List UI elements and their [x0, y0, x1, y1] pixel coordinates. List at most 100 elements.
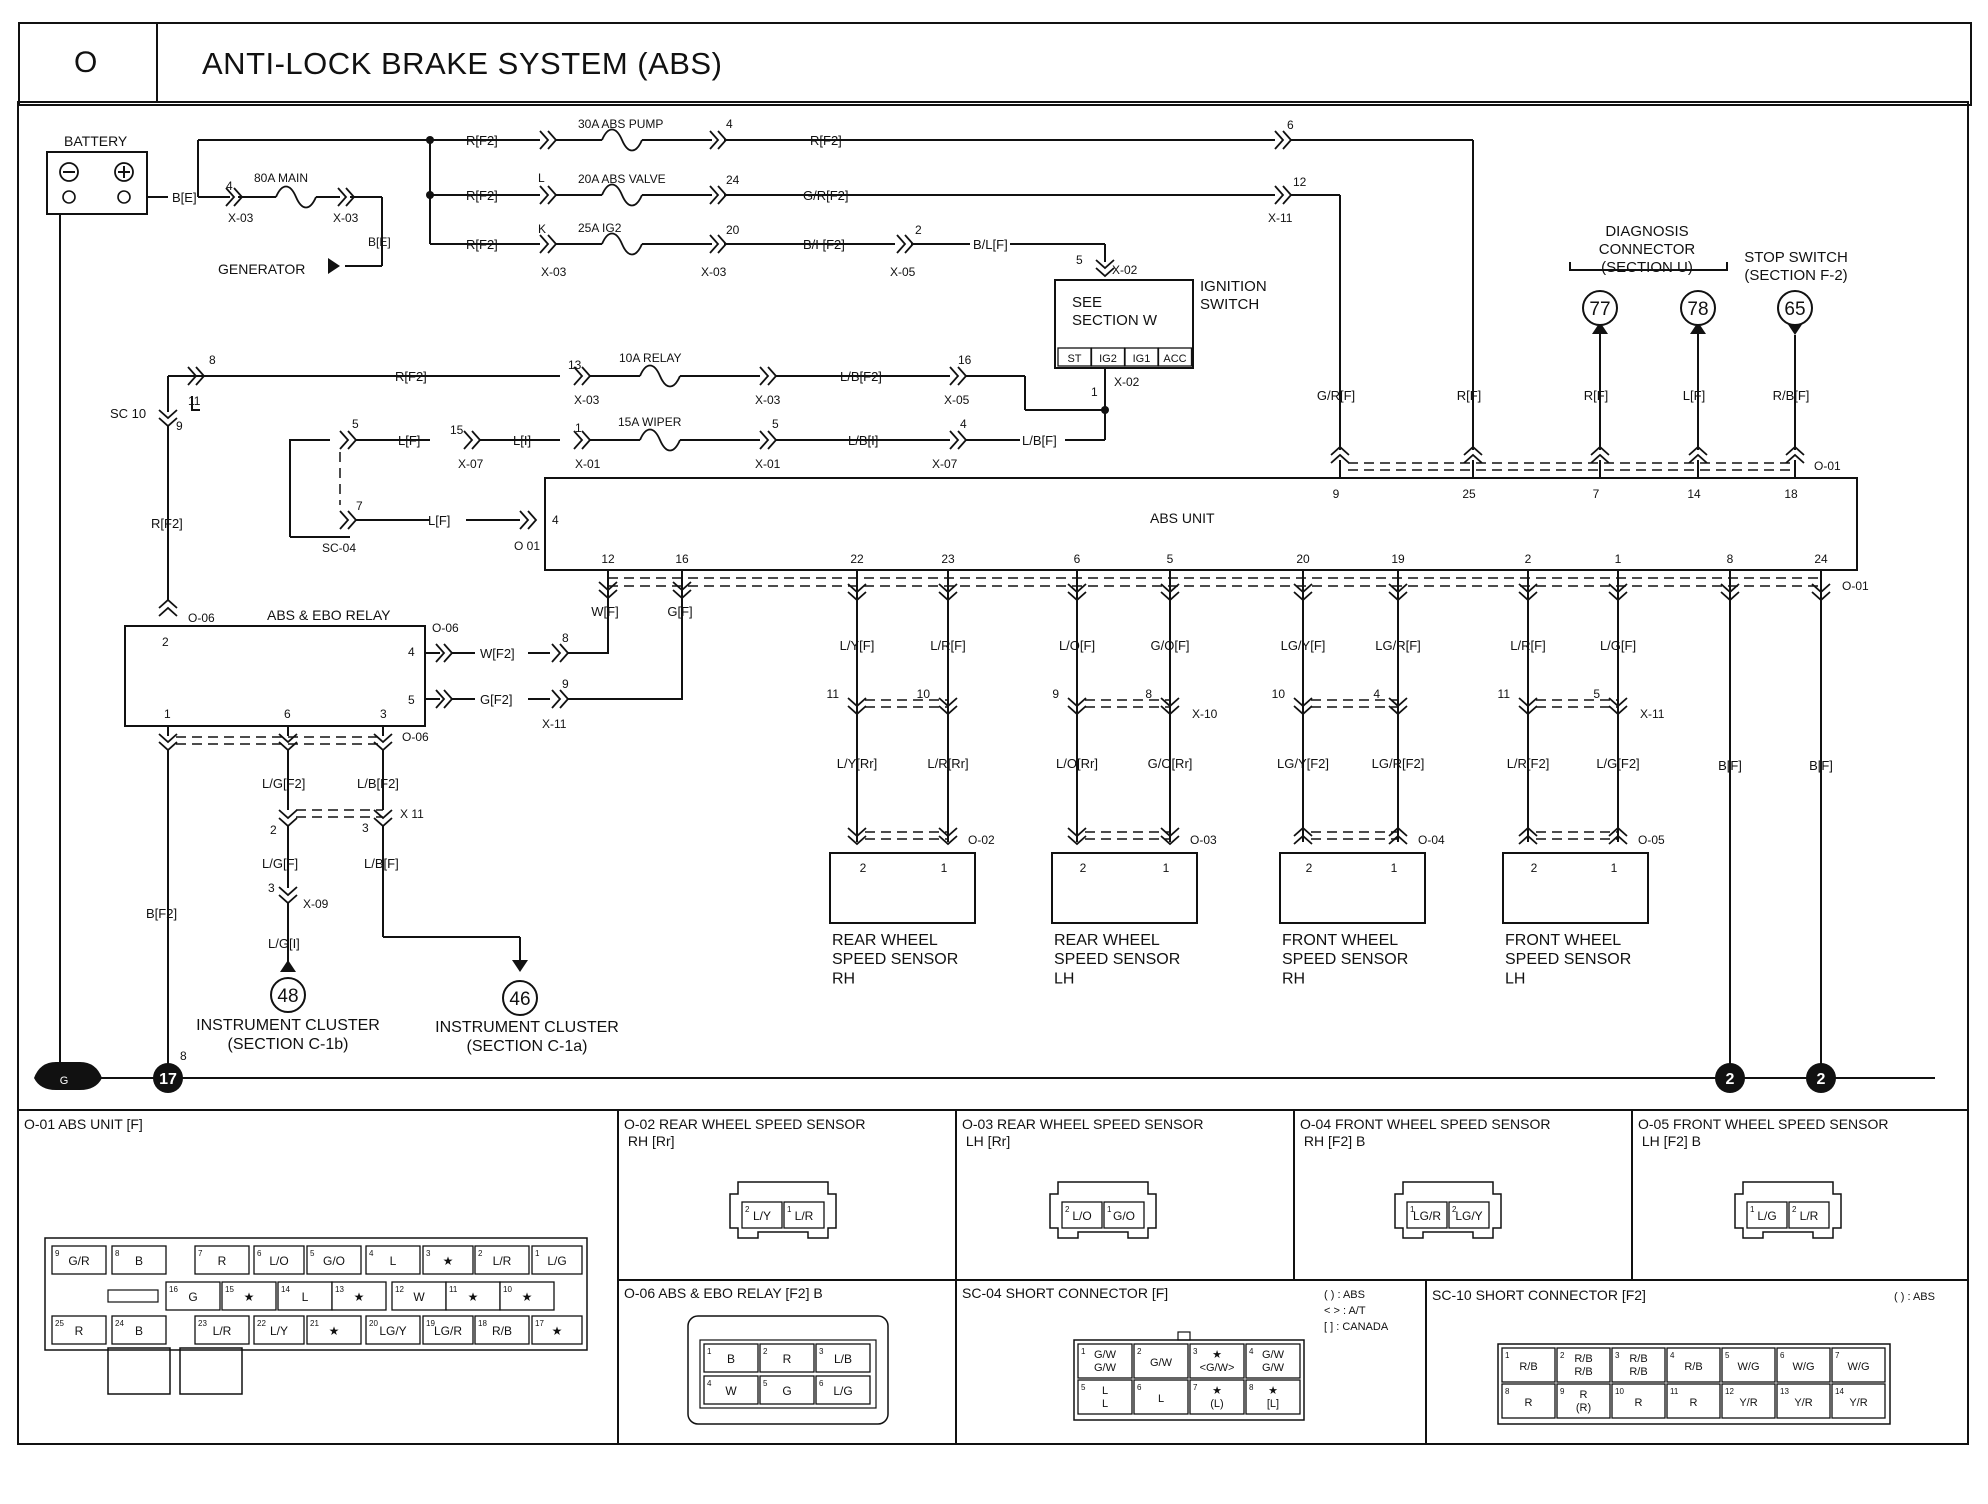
- wire-label: R[F]: [1457, 388, 1482, 403]
- panel-title: O-05 FRONT WHEEL SPEED SENSOR LH [F2] B: [1638, 1116, 1889, 1149]
- cell-value: LG/R: [1413, 1209, 1441, 1223]
- connector-cell: [306, 1245, 362, 1275]
- cell-pin: 19: [426, 1319, 435, 1328]
- panel-title: SC-10 SHORT CONNECTOR [F2]: [1432, 1287, 1646, 1303]
- connector-label: X-01: [575, 457, 601, 471]
- cell-pin: 8: [1505, 1387, 1510, 1396]
- pin-label: 1: [1611, 861, 1618, 875]
- cluster-ref-48-label: 48: [277, 986, 298, 1007]
- cluster-label-c1a: INSTRUMENT CLUSTER(SECTION C-1a): [435, 1019, 619, 1055]
- pin-label: 3: [362, 821, 369, 835]
- connector-label: SC-04: [322, 541, 356, 555]
- pin-label: 3: [380, 707, 387, 721]
- cell-pin: 6: [257, 1249, 262, 1258]
- connector-chevron: [225, 187, 244, 207]
- connector-chevron: [1388, 583, 1408, 602]
- plus-sign: [118, 166, 130, 178]
- wire-label: B/L[F]: [973, 237, 1008, 252]
- panel-title: O-04 FRONT WHEEL SPEED SENSOR RH [F2] B: [1300, 1116, 1551, 1149]
- connector-chevron: [1463, 445, 1483, 464]
- connector-cell: [111, 1315, 167, 1345]
- pin-label: 4: [1373, 687, 1380, 701]
- connector-chevron: [759, 430, 778, 450]
- ground-badge-17-label: 17: [159, 1071, 177, 1088]
- fuse-symbol: [639, 364, 681, 388]
- junction-dot: [1101, 406, 1109, 414]
- connector-chevron: [1518, 697, 1538, 716]
- wire-label: G/O[F]: [1151, 638, 1190, 653]
- connector-cell: [1501, 1347, 1556, 1383]
- connector-cell: [422, 1315, 474, 1345]
- pin-label: 8: [1727, 552, 1734, 566]
- cell-value: L/G: [1757, 1209, 1776, 1223]
- wire-label: B[F2]: [146, 906, 177, 921]
- cell-pin: 1: [1750, 1205, 1755, 1214]
- connector-cell: [531, 1315, 583, 1345]
- wire-label: L/G[F2]: [262, 776, 305, 791]
- connector-cell: [1721, 1347, 1776, 1383]
- connector-cell: [365, 1245, 421, 1275]
- connector-label: X-01: [755, 457, 781, 471]
- wire-label: R[F2]: [466, 133, 498, 148]
- fuse-symbol: [601, 183, 643, 207]
- pin-label: 5: [1167, 552, 1174, 566]
- connector-cell: [759, 1375, 815, 1405]
- cell-pin: 8: [115, 1249, 120, 1258]
- arrow-head: [1592, 322, 1608, 334]
- pin-label: 19: [1391, 552, 1405, 566]
- pin-label: 9: [176, 419, 183, 433]
- connector-label: O-02: [968, 833, 995, 847]
- connector-cell: [277, 1281, 333, 1311]
- stop-ref-65: [1777, 290, 1813, 326]
- fuse-label: 20A ABS VALVE: [578, 172, 666, 186]
- wire-label: L/B[I]: [848, 433, 878, 448]
- fuse-symbol: [601, 232, 643, 256]
- cluster-ref-48: [270, 977, 306, 1013]
- cell-value: G: [782, 1384, 791, 1398]
- connector-cell: [531, 1245, 583, 1275]
- connector-chevron: [373, 733, 393, 752]
- pin-label: 1: [1163, 861, 1170, 875]
- connector-chevron: [1160, 583, 1180, 602]
- panel-title: O-01 ABS UNIT [F]: [24, 1116, 143, 1132]
- pin-label: 8: [209, 353, 216, 367]
- cell-value: R/B: [492, 1324, 512, 1338]
- connector-cell: [1556, 1347, 1611, 1383]
- connector-chevron: [1274, 185, 1293, 205]
- cell-value: L: [390, 1254, 397, 1268]
- wire-label: L/G[F2]: [1596, 756, 1639, 771]
- connector-cell: [1776, 1383, 1831, 1419]
- connector-chevron: [938, 583, 958, 602]
- panel-title: O-06 ABS & EBO RELAY [F2] B: [624, 1285, 823, 1301]
- connector-cell: [815, 1375, 871, 1405]
- connector-chevron: [278, 733, 298, 752]
- cell-pin: 12: [395, 1285, 404, 1294]
- fuse-symbol: [601, 128, 643, 152]
- connector-cell: [253, 1315, 305, 1345]
- connector-cell: [445, 1281, 501, 1311]
- wire-label: W[F2]: [480, 646, 515, 661]
- cell-pin: 9: [1560, 1387, 1565, 1396]
- cell-value: L/R: [1800, 1209, 1819, 1223]
- connector-cell: [1776, 1347, 1831, 1383]
- connector-chevron: [709, 234, 728, 254]
- cell-value: R: [75, 1324, 84, 1338]
- connector-label: X-03: [228, 211, 254, 225]
- speed-sensor-box: [1051, 852, 1198, 924]
- generator-label: GENERATOR: [218, 261, 305, 277]
- connector-chevron: [1608, 697, 1628, 716]
- cell-pin: 24: [115, 1319, 124, 1328]
- wire-label: L/G[F]: [262, 856, 298, 871]
- wire-label: L/R[Rr]: [927, 756, 968, 771]
- cell-value: R: [1525, 1397, 1533, 1409]
- connector-chevron: [1067, 827, 1087, 846]
- ignition-position: ST: [1067, 353, 1081, 365]
- cell-pin: 22: [257, 1319, 266, 1328]
- cell-pin: 5: [310, 1249, 315, 1258]
- pin-label: 5: [1076, 253, 1083, 267]
- legend-text: ( ) : ABS: [1324, 1289, 1365, 1301]
- wire-label: W[F]: [591, 604, 618, 619]
